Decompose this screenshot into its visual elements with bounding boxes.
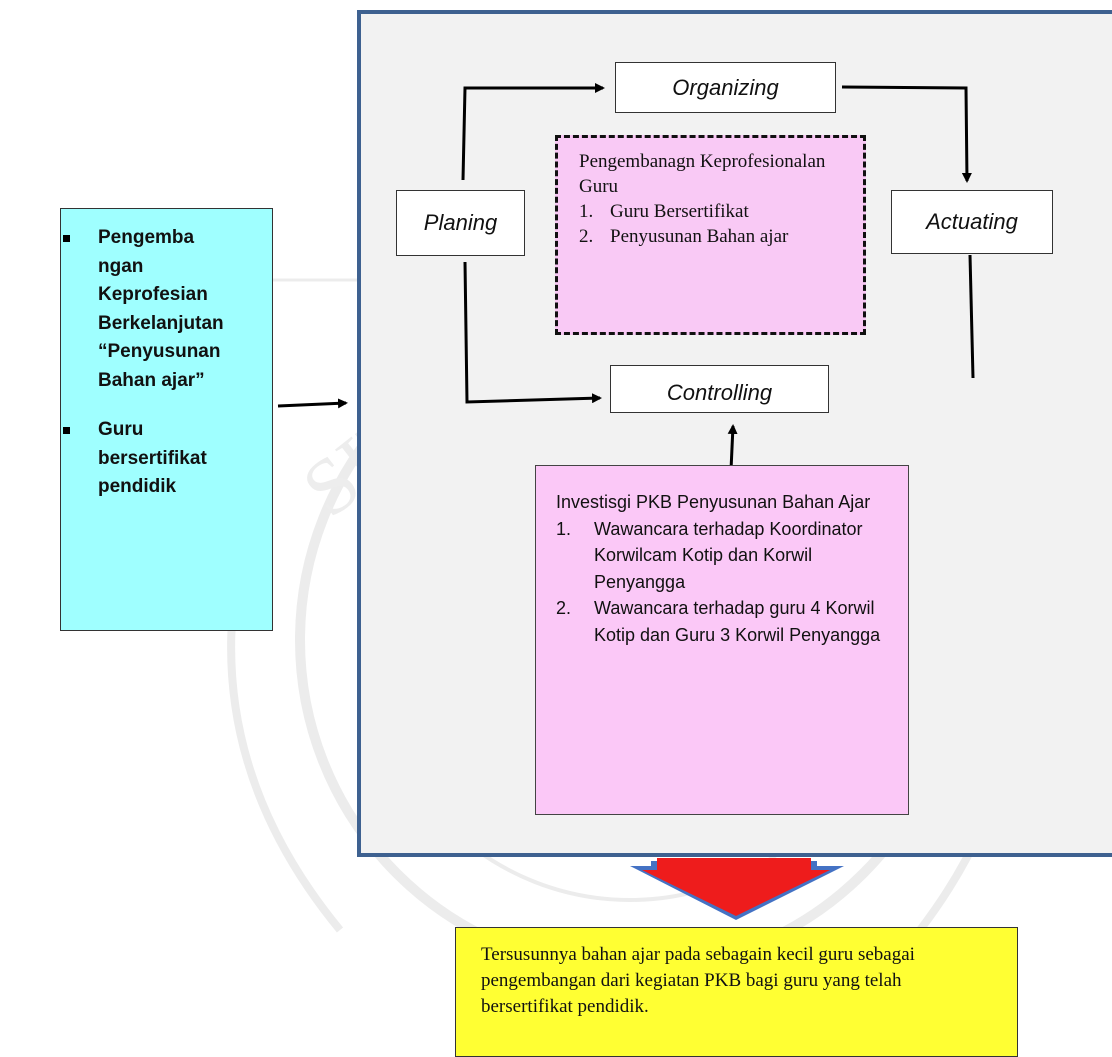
node-organizing: Organizing (615, 62, 836, 113)
item-text: Wawancara terhadap guru 4 Korwil Kotip d… (594, 598, 881, 645)
pkb-focus-box: Pengembanagn Keprofesionalan Guru 1. Guru… (555, 135, 866, 335)
item-text: Guru Bersertifikat (610, 201, 749, 222)
down-arrow-icon (630, 858, 844, 920)
item-number: 1. (556, 518, 572, 539)
pkb-focus-item: 2. Penyusunan Bahan ajar (579, 224, 845, 249)
left-box-item-text: Pengemba ngan Keprofesian Berkelanjutan … (98, 227, 224, 391)
square-bullet-icon (63, 235, 70, 242)
node-controlling: Controlling (610, 365, 829, 413)
left-box-item: Pengemba ngan Keprofesian Berkelanjutan … (61, 224, 238, 395)
investigation-title: Investisgi PKB Penyusunan Bahan Ajar (556, 492, 871, 512)
left-box-item: Guru bersertifikat pendidik (61, 416, 248, 502)
pkb-focus-title: Pengembanagn Keprofesionalan Guru (579, 151, 826, 197)
left-box-item-text: Guru bersertifikat pendidik (98, 419, 207, 497)
investigation-item: 2. Wawancara terhadap guru 4 Korwil Kotip… (556, 595, 896, 648)
item-number: 1. (579, 201, 594, 222)
pkb-focus-item: 1. Guru Bersertifikat (579, 199, 845, 224)
item-text: Penyusunan Bahan ajar (610, 226, 789, 247)
node-actuating: Actuating (891, 190, 1053, 254)
square-bullet-icon (63, 427, 70, 434)
node-planing: Planing (396, 190, 525, 256)
item-number: 2. (579, 226, 594, 247)
left-context-box: Pengemba ngan Keprofesian Berkelanjutan … (60, 208, 273, 631)
investigation-box: Investisgi PKB Penyusunan Bahan Ajar 1. W… (535, 465, 909, 815)
investigation-item: 1. Wawancara terhadap Koordinator Korwilc… (556, 516, 896, 596)
result-box: Tersusunnya bahan ajar pada sebagain kec… (455, 927, 1018, 1057)
item-number: 2. (556, 598, 572, 618)
arrow-left-box-to-panel (277, 398, 348, 409)
item-text: Wawancara terhadap Koordinator Korwilcam… (594, 518, 863, 592)
